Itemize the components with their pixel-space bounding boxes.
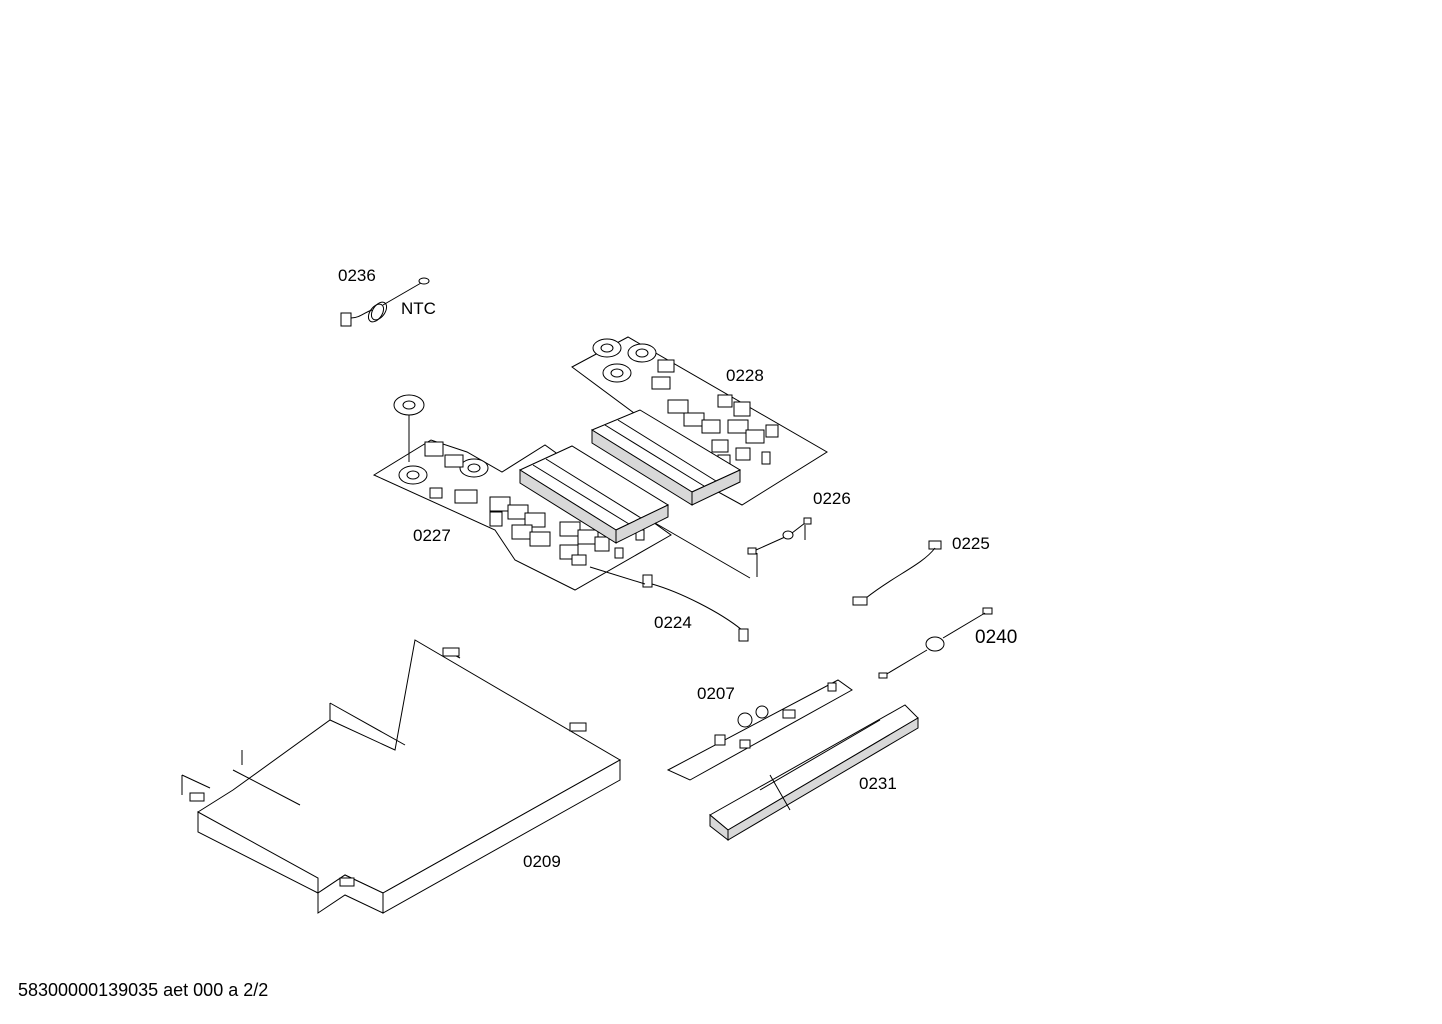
cable-0226 bbox=[654, 517, 812, 579]
label-0236: 0236 bbox=[338, 266, 376, 285]
base-tray-0209 bbox=[181, 639, 622, 914]
label-0207: 0207 bbox=[697, 684, 735, 703]
ntc-sensor-part bbox=[340, 277, 430, 327]
drawing-number-footer: 58300000139035 aet 000 a 2/2 bbox=[18, 980, 269, 1000]
control-board-0207 bbox=[666, 679, 853, 781]
cable-0240 bbox=[878, 607, 993, 679]
label-0225: 0225 bbox=[952, 534, 990, 553]
label-0226: 0226 bbox=[813, 489, 851, 508]
cable-0224 bbox=[589, 566, 749, 642]
bracket-0231 bbox=[709, 704, 919, 842]
coil-toroids bbox=[592, 338, 657, 383]
label-0227: 0227 bbox=[413, 526, 451, 545]
label-0209: 0209 bbox=[523, 852, 561, 871]
cable-0225 bbox=[852, 540, 942, 606]
label-ntc: NTC bbox=[401, 299, 436, 318]
power-board-0228 bbox=[571, 336, 828, 506]
label-0231: 0231 bbox=[859, 774, 897, 793]
label-0240: 0240 bbox=[975, 627, 1018, 648]
power-board-0227 bbox=[372, 394, 672, 591]
label-0228: 0228 bbox=[726, 366, 764, 385]
label-0224: 0224 bbox=[654, 613, 692, 632]
